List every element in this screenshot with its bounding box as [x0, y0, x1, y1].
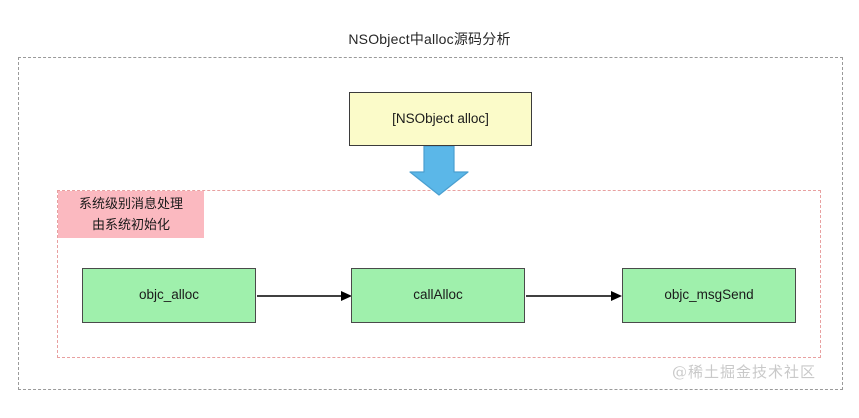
- node-objc-alloc[interactable]: objc_alloc: [82, 268, 256, 323]
- node-nsobject-alloc[interactable]: [NSObject alloc]: [349, 92, 532, 146]
- note-line-2: 由系统初始化: [91, 216, 170, 232]
- node-objc-msgsend[interactable]: objc_msgSend: [622, 268, 796, 323]
- node-callalloc[interactable]: callAlloc: [351, 268, 525, 323]
- note-system-level: 系统级别消息处理 由系统初始化: [58, 191, 204, 238]
- watermark: @稀土掘金技术社区: [672, 363, 817, 381]
- note-line-1: 系统级别消息处理: [78, 196, 183, 212]
- page-title: NSObject中alloc源码分析: [348, 31, 511, 47]
- outer-dashed-container: [18, 57, 843, 390]
